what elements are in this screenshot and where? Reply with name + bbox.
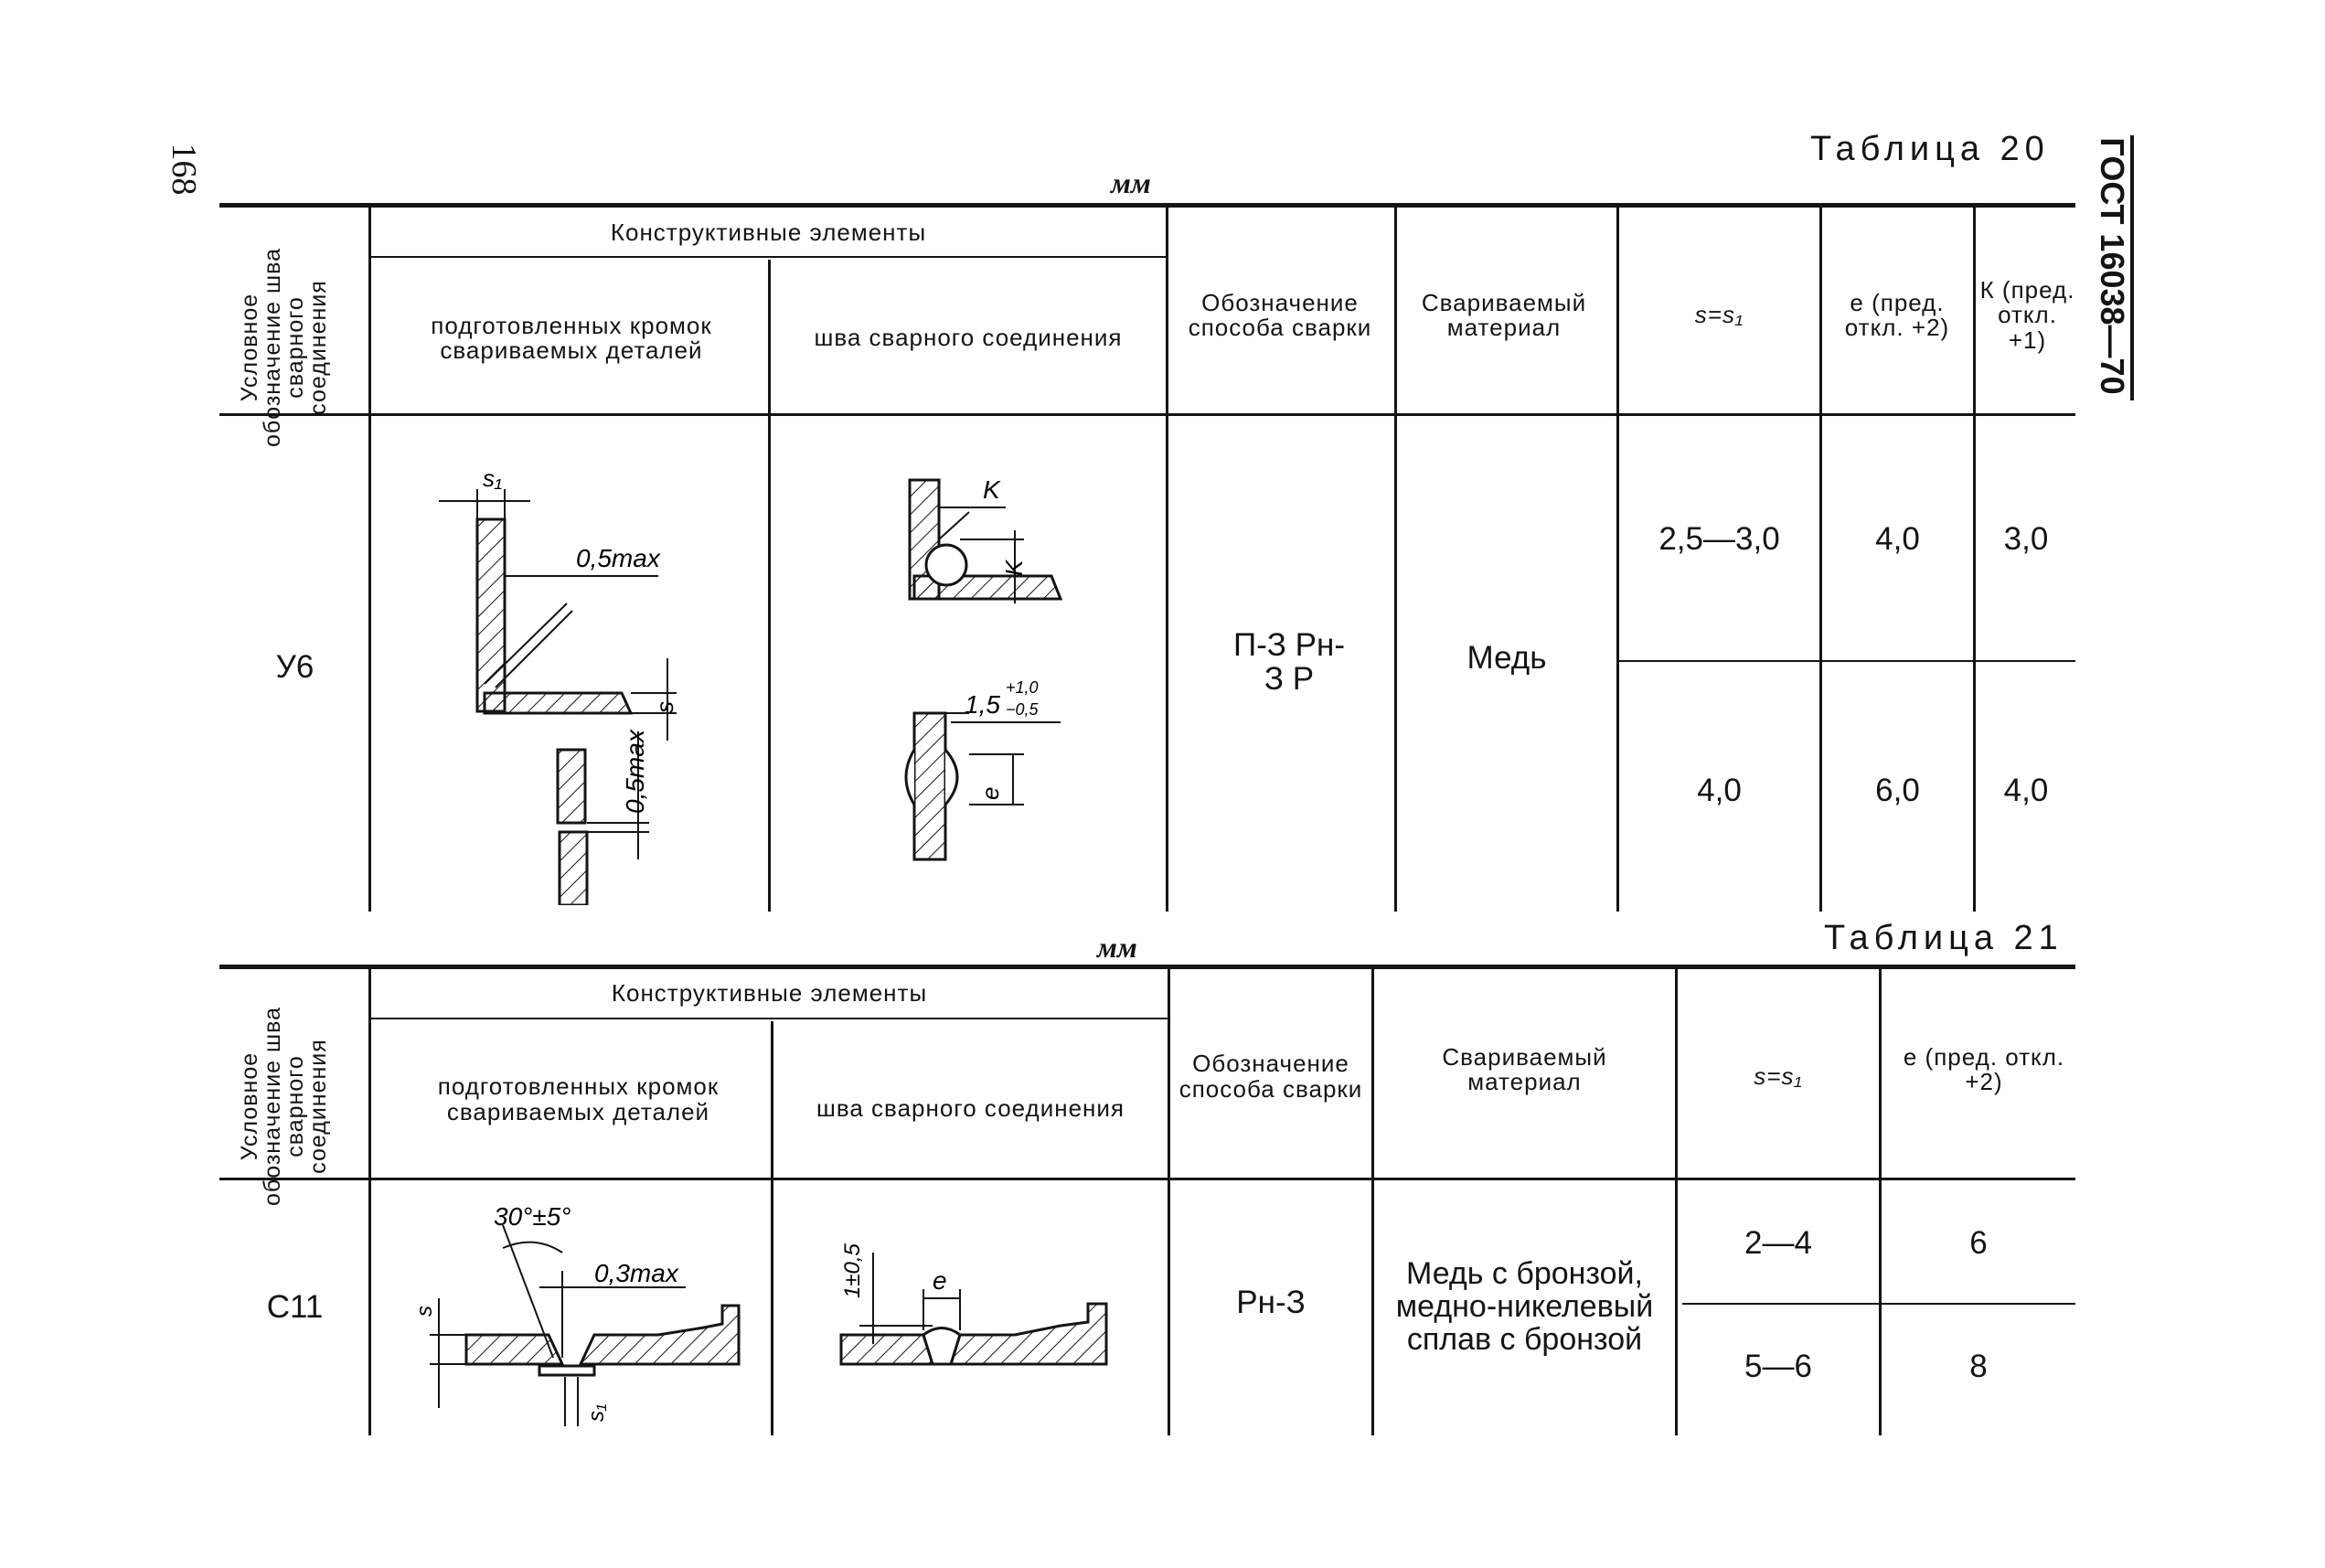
table21-sub-header-rule — [370, 1018, 1168, 1019]
table21-header-e: e (пред. откл. +2) — [1903, 1042, 2065, 1095]
svg-text:s: s — [651, 701, 678, 713]
svg-text:0,5max: 0,5max — [576, 544, 661, 572]
table20-k-1: 3,0 — [2003, 520, 2049, 557]
table21-prepared-edges-drawing: s s₁ 30°±5° 0,3max — [412, 1202, 741, 1426]
svg-text:1,5: 1,5 — [965, 690, 1000, 719]
table21-header-material: Свариваемый материал — [1442, 1042, 1607, 1095]
svg-text:e: e — [976, 787, 1004, 800]
table21-header-method: Обозначение способа сварки — [1178, 1050, 1363, 1103]
svg-text:+1,0: +1,0 — [1006, 678, 1039, 697]
table20-header-weld-seam: шва сварного соединения — [814, 324, 1123, 352]
table20-header-designation: Условное обозначение шва сварного соедин… — [237, 248, 331, 447]
table20-designation: У6 — [275, 648, 315, 685]
table20-k-2: 4,0 — [2003, 772, 2049, 808]
svg-text:s: s — [412, 1306, 437, 1317]
table20-top-rule — [219, 203, 2075, 208]
table20-header-material: Свариваемый материал — [1421, 288, 1587, 341]
table20-header-elements: Конструктивные элементы — [610, 219, 927, 247]
table21-designation: С11 — [266, 1288, 324, 1325]
table21-units: мм — [1097, 931, 1137, 964]
standard-rule — [2130, 135, 2134, 400]
table21-weld-seam-drawing: 1±0,5 e — [839, 1243, 1108, 1366]
svg-text:−0,5: −0,5 — [1006, 700, 1040, 719]
table20-units: мм — [1111, 166, 1151, 199]
table21-header-prepared-edges: подготовленных кромок свариваемых детале… — [437, 1072, 720, 1125]
page-number: 168 — [165, 143, 203, 196]
table20-weld-seam-drawing: K K e 1,5 +1,0 −0,5 — [904, 475, 1063, 861]
table20-header-method: Обозначение способа сварки — [1188, 288, 1372, 341]
table21-header-weld-seam: шва сварного соединения — [816, 1093, 1125, 1122]
table20-thickness-1: 2,5—3,0 — [1658, 520, 1780, 557]
table21-header-designation: Условное обозначение шва сварного соедин… — [237, 1007, 331, 1206]
table21-method: Рн-З — [1236, 1284, 1306, 1320]
svg-text:K: K — [983, 475, 1001, 504]
table21-e-2: 8 — [1969, 1348, 1988, 1384]
table20-sub-header-rule — [370, 256, 1166, 258]
table21-title: Таблица 21 — [1824, 919, 2064, 957]
table20-header-e: e (пред. откл. +2) — [1844, 288, 1950, 341]
table20-e-2: 6,0 — [1875, 772, 1920, 808]
svg-text:s₁: s₁ — [584, 1403, 609, 1422]
table20-method: П-З Рн-З Р — [1232, 627, 1345, 697]
svg-text:1±0,5: 1±0,5 — [840, 1243, 865, 1298]
table20-title: Таблица 20 — [1810, 130, 2050, 168]
svg-text:0,3max: 0,3max — [594, 1259, 679, 1287]
table21-header-thickness: s=s₁ — [1754, 1061, 1803, 1090]
svg-text:s₁: s₁ — [483, 464, 502, 492]
table20-header-thickness: s=s₁ — [1694, 301, 1744, 329]
table21-e-1: 6 — [1969, 1224, 1988, 1261]
svg-text:30°±5°: 30°±5° — [494, 1202, 571, 1231]
table21-material: Медь с бронзой, медно-никелевый сплав с … — [1395, 1256, 1654, 1357]
svg-text:e: e — [933, 1266, 947, 1295]
table20-header-prepared-edges: подготовленных кромок свариваемых детале… — [431, 311, 712, 364]
table20-e-1: 4,0 — [1875, 520, 1920, 557]
svg-text:0,5max: 0,5max — [621, 729, 649, 814]
table20-material: Медь — [1466, 639, 1547, 676]
table20-header-rule — [219, 413, 2075, 416]
table20-header-k: К (пред. откл. +1) — [1979, 276, 2075, 354]
table21-thickness-2: 5—6 — [1744, 1348, 1812, 1384]
table20-thickness-2: 4,0 — [1697, 772, 1742, 808]
standard-label: ГОСТ 16038—70 — [2094, 137, 2131, 395]
table21-header-elements: Конструктивные элементы — [611, 979, 928, 1008]
table21-header-rule — [219, 1178, 2075, 1180]
table20-prepared-edges-drawing: s s₁ 0,5max 0,5max — [439, 464, 678, 905]
table20-mid-rule — [1618, 660, 2075, 662]
table21-thickness-1: 2—4 — [1744, 1224, 1812, 1261]
table21-top-rule — [219, 965, 2075, 969]
svg-text:K: K — [1000, 559, 1028, 576]
